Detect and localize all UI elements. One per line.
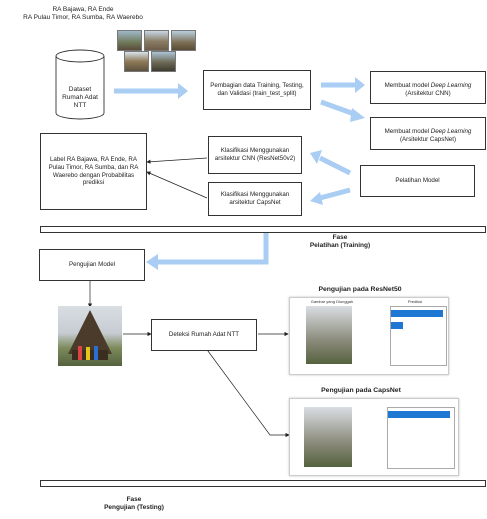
training-phase-label: Fase Pelatihan (Training) — [300, 234, 380, 250]
resnet-result-title: Pengujian pada ResNet50 — [318, 286, 402, 293]
classify-capsnet-node: Klasifikasi Menggunakan arsitektur CapsN… — [208, 182, 302, 216]
capsnet-result-panel — [289, 398, 459, 476]
classify-cnn-node: Klasifikasi Menggunakan arsitektur CNN (… — [208, 136, 302, 174]
testing-model-node: Pengujian Model — [39, 249, 145, 281]
thumb-ende — [144, 30, 169, 51]
resnet-pred-axes — [390, 306, 447, 366]
capsnet-pred-axes — [387, 407, 455, 469]
testing-phase-bar — [40, 480, 486, 487]
model-capsnet-node: Membuat model Deep Learning (Arsitektur … — [370, 117, 486, 150]
dataset-cylinder-shape — [55, 49, 105, 120]
resnet-pred-bar-2 — [391, 322, 403, 329]
detect-node: Deteksi Rumah Adat NTT — [151, 319, 257, 351]
testing-phase-line1: Fase — [126, 496, 142, 503]
thumb-sumba — [124, 51, 149, 72]
testing-phase-line2: Pengujian (Testing) — [104, 504, 164, 512]
capsnet-image — [304, 407, 352, 467]
resnet-image-title: Gambar yang Diunggah — [310, 299, 354, 304]
dataset-classes-line2: RA Pulau Timor, RA Sumba, RA Waerebo — [23, 14, 143, 22]
test-photo-house-shape — [68, 310, 112, 360]
training-phase-bar — [40, 226, 486, 233]
capsnet-result-title: Pengujian pada CapsNet — [321, 387, 401, 394]
resnet-pred-title: Prediksi — [407, 299, 423, 304]
thumb-waerebo — [151, 51, 176, 72]
thumb-bajawa — [117, 30, 142, 51]
test-photo — [58, 306, 122, 366]
model-cnn-node: Membuat model Deep Learning (Arsitektur … — [370, 71, 486, 104]
dataset-classes-line1: RA Bajawa, RA Ende — [52, 6, 114, 13]
model-capsnet-line1: Membuat model — [384, 128, 430, 135]
split-node: Pembagian data Training, Testing, dan Va… — [203, 70, 311, 110]
resnet-pred-bar-1 — [391, 310, 443, 317]
training-phase-line1: Fase — [332, 234, 348, 241]
label-node: Label RA Bajawa, RA Ende, RA Pulau Timor… — [40, 133, 147, 210]
model-cnn-emphasis: Deep Learning — [430, 82, 472, 89]
dataset-classes-title: RA Bajawa, RA Ende RA Pulau Timor, RA Su… — [8, 6, 158, 22]
training-phase-line2: Pelatihan (Training) — [309, 242, 371, 250]
dataset-node: Dataset Rumah Adat NTT — [62, 86, 98, 110]
testing-phase-label: Fase Pengujian (Testing) — [94, 496, 174, 512]
model-cnn-line2: (Arsitektur CNN) — [405, 89, 451, 97]
model-capsnet-emphasis: Deep Learning — [430, 128, 472, 135]
resnet-result-panel: Gambar yang Diunggah Prediksi — [289, 297, 449, 375]
training-node: Pelatihan Model — [360, 165, 475, 197]
capsnet-pred-bar-1 — [388, 411, 450, 418]
resnet-image — [306, 306, 352, 364]
model-capsnet-line2: (Arsitektur CapsNet) — [399, 135, 457, 143]
model-cnn-line1: Membuat model — [384, 82, 430, 89]
thumb-pulau-timor — [171, 30, 196, 51]
